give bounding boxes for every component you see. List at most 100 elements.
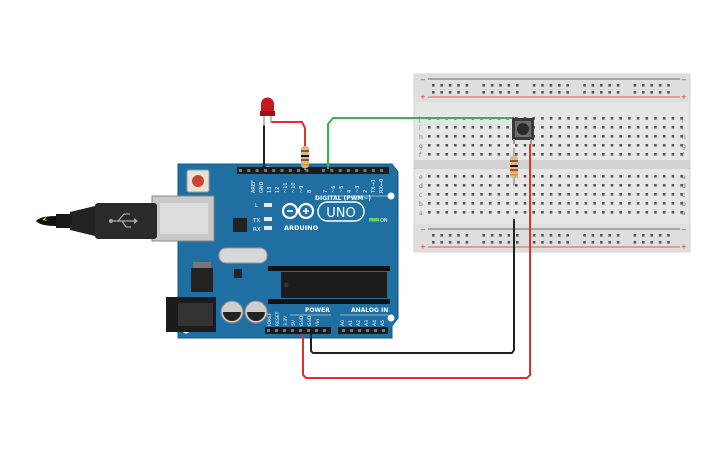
breadboard-hole — [454, 202, 457, 205]
rail-hole — [499, 84, 502, 87]
breadboard-hole — [593, 175, 596, 178]
rail-hole — [440, 234, 443, 237]
usb-cable-icon[interactable] — [36, 203, 157, 239]
cable-tip-glyph — [42, 217, 49, 221]
breadboard-hole — [532, 175, 535, 178]
breadboard-hole — [523, 193, 527, 196]
breadboard-hole — [488, 193, 492, 196]
breadboard-hole — [602, 126, 605, 129]
pin-label-a3: A3 — [364, 320, 370, 326]
breadboard-hole — [654, 126, 657, 129]
breadboard-hole — [515, 184, 518, 187]
wire-led-anode[interactable] — [271, 121, 306, 146]
breadboard-hole — [445, 135, 448, 138]
led-l-indicator — [264, 203, 272, 207]
breadboard-hole — [506, 202, 509, 205]
rail-hole — [541, 84, 544, 87]
breadboard-hole — [462, 126, 466, 129]
breadboard-hole — [645, 184, 649, 187]
breadboard-hole — [471, 175, 475, 178]
header-pin — [288, 169, 292, 172]
wire-green-signal[interactable] — [327, 117, 514, 169]
breadboard-hole — [610, 202, 614, 205]
row-letter-b-right: b — [682, 201, 686, 208]
breadboard-hole — [523, 175, 527, 178]
breadboard-hole — [619, 153, 622, 156]
rail-hole — [642, 241, 645, 244]
pushbutton-icon[interactable] — [512, 118, 534, 144]
breadboard-hole — [636, 211, 640, 214]
rail-hole — [591, 84, 595, 87]
breadboard-hole — [662, 117, 666, 120]
digital-label: DIGITAL (PWM~) — [315, 195, 371, 202]
breadboard-hole — [602, 193, 605, 196]
breadboard-hole — [671, 202, 675, 205]
breadboard-hole — [584, 184, 588, 187]
breadboard-hole — [671, 135, 675, 138]
header-pin — [307, 329, 310, 332]
dc-power-jack-inner — [178, 303, 213, 326]
breadboard-hole — [593, 126, 596, 129]
breadboard-hole — [506, 126, 509, 129]
row-letter-e: e — [419, 174, 423, 181]
breadboard-hole — [671, 211, 675, 214]
breadboard: − + − + − + − + j i h g f e d c b a j i … — [413, 73, 691, 253]
breadboard-hole — [610, 175, 614, 178]
breadboard-hole — [541, 144, 544, 147]
wire-black-gnd[interactable] — [310, 219, 515, 354]
usb-jack-inner — [160, 203, 208, 234]
breadboard-hole — [497, 202, 501, 205]
breadboard-hole — [558, 117, 562, 120]
breadboard-hole — [680, 211, 683, 214]
breadboard-hole — [506, 135, 509, 138]
rail-hole — [465, 84, 469, 87]
wire-red-5v[interactable] — [302, 144, 531, 379]
breadboard-hole — [680, 184, 683, 187]
rail-hole — [650, 234, 653, 237]
breadboard-hole — [549, 202, 553, 205]
pin-label-ioref: IOREF — [267, 312, 273, 326]
rail-hole — [465, 91, 469, 94]
rail-hole — [667, 91, 670, 94]
breadboard-hole — [480, 153, 483, 156]
rail-hole — [616, 234, 620, 237]
rail-hole — [541, 241, 544, 244]
breadboard-hole — [541, 211, 544, 214]
rail-hole — [482, 84, 485, 87]
row-letter-j-right: j — [681, 116, 684, 123]
logo-left-ring — [281, 202, 299, 220]
breadboard-hole — [506, 211, 509, 214]
breadboard-hole — [480, 175, 483, 178]
breadboard-hole — [506, 153, 509, 156]
breadboard-hole — [428, 202, 431, 205]
pin-label-4: 4 — [347, 190, 353, 193]
arduino-uno-board[interactable]: L TX RX UNO ARDUINO ON AREF GND 13 — [151, 163, 399, 339]
breadboard-hole — [471, 144, 475, 147]
resistor-icon[interactable] — [301, 146, 309, 168]
rail-hole — [440, 241, 443, 244]
breadboard-hole — [532, 184, 535, 187]
breadboard-hole — [428, 126, 431, 129]
header-pin — [297, 169, 301, 172]
pin-label-gnd2: GND — [307, 315, 313, 326]
button-cap[interactable] — [517, 123, 529, 135]
rail-hole — [667, 84, 670, 87]
resistor-icon[interactable] — [510, 148, 518, 186]
breadboard-hole — [662, 175, 666, 178]
breadboard-hole — [584, 193, 588, 196]
rail-hole — [633, 91, 637, 94]
red-led-icon[interactable] — [260, 97, 275, 127]
breadboard-hole — [671, 126, 675, 129]
breadboard-hole — [549, 184, 553, 187]
breadboard-hole — [628, 175, 631, 178]
breadboard-hole — [515, 144, 518, 147]
row-letter-h: h — [419, 134, 423, 141]
breadboard-hole — [602, 175, 605, 178]
analog-header — [338, 327, 388, 334]
breadboard-hole — [628, 144, 631, 147]
breadboard-hole — [488, 202, 492, 205]
breadboard-hole — [619, 193, 622, 196]
rail-hole — [465, 234, 469, 237]
row-letter-i: i — [419, 125, 421, 132]
reset-button-cap[interactable] — [192, 175, 204, 187]
